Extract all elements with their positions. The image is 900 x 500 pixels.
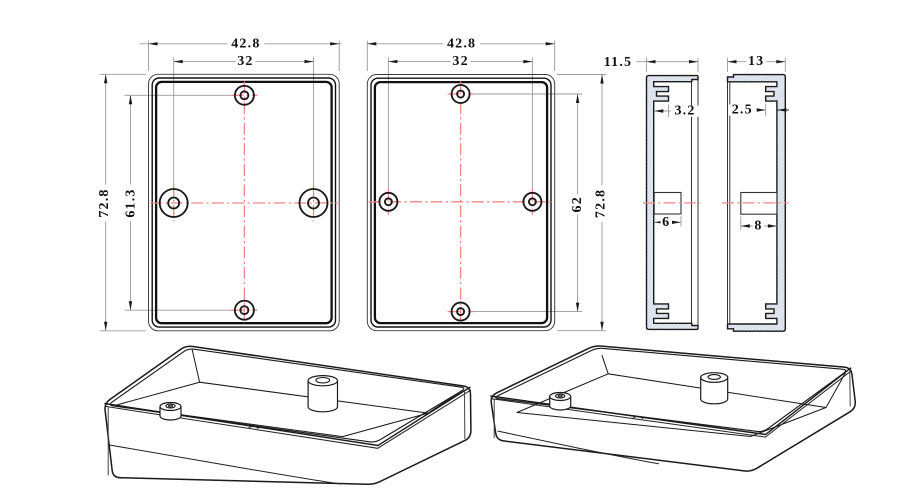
svg-text:3.2: 3.2 <box>674 104 695 119</box>
svg-text:42.8: 42.8 <box>447 36 476 51</box>
svg-text:8: 8 <box>754 219 762 234</box>
svg-text:11.5: 11.5 <box>604 55 633 70</box>
svg-text:32: 32 <box>452 54 468 69</box>
svg-text:62: 62 <box>570 196 585 212</box>
svg-text:32: 32 <box>237 54 253 69</box>
svg-text:61.3: 61.3 <box>123 188 138 217</box>
svg-text:72.8: 72.8 <box>97 188 112 217</box>
svg-text:2.5: 2.5 <box>732 103 753 118</box>
svg-text:6: 6 <box>662 215 670 230</box>
svg-text:72.8: 72.8 <box>594 189 609 218</box>
svg-text:13: 13 <box>748 54 764 69</box>
svg-text:42.8: 42.8 <box>231 36 260 51</box>
